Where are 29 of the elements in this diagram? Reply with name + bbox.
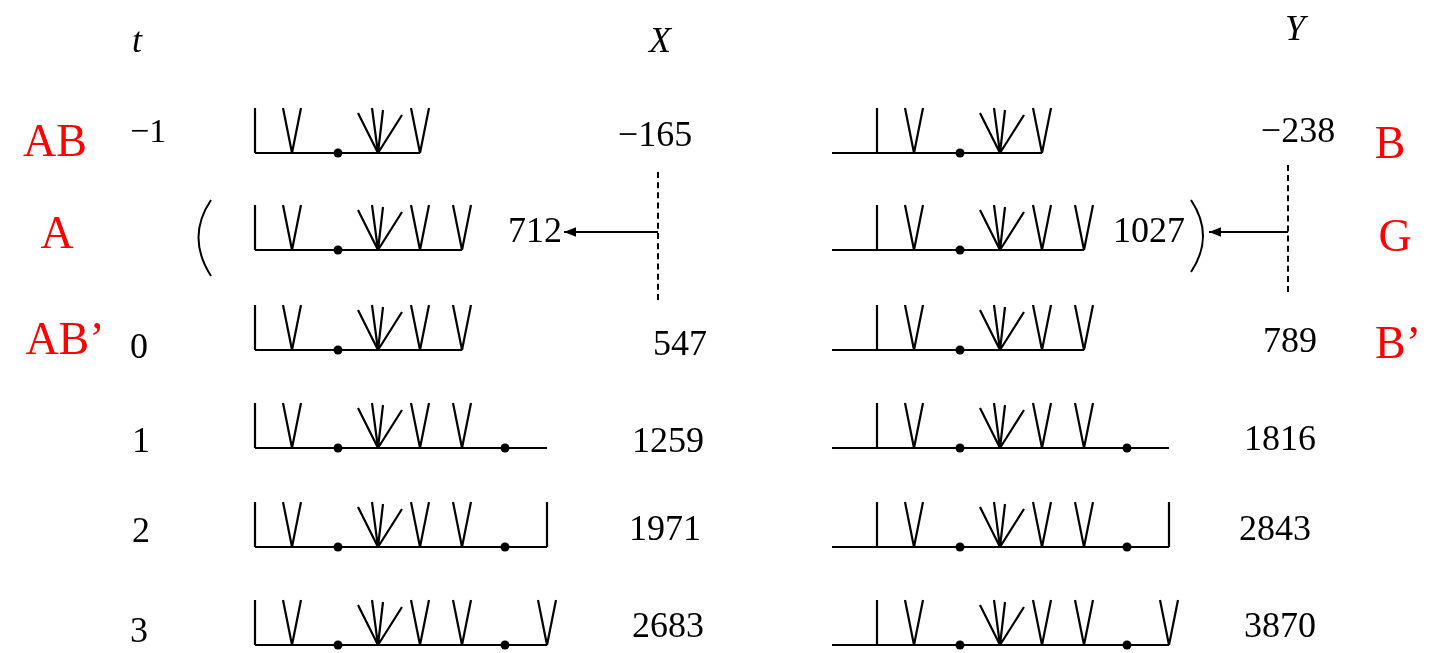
value-label: −165	[617, 116, 693, 152]
value-label: −238	[1260, 112, 1336, 148]
row-label: AB’	[25, 316, 105, 362]
arrow	[563, 227, 659, 237]
value-label: 1816	[1244, 420, 1316, 456]
row-label: B’	[1375, 320, 1421, 366]
row-label: AB	[23, 118, 87, 164]
value-label: 1259	[632, 422, 704, 458]
value-label: 2843	[1239, 510, 1311, 546]
row-number: 2	[132, 512, 150, 548]
row-label: B	[1374, 120, 1406, 166]
row-number: 0	[130, 328, 148, 364]
dashed-line	[1287, 165, 1289, 292]
axis-label: t	[132, 22, 142, 58]
row-number: 1	[132, 422, 150, 458]
row-label: G	[1378, 213, 1412, 259]
value-label: 547	[653, 325, 707, 361]
arrow	[1208, 227, 1289, 237]
value-label: 712	[508, 212, 562, 248]
value-label: 789	[1263, 322, 1317, 358]
value-label: 3870	[1244, 607, 1316, 643]
value-label: 1027	[1113, 212, 1207, 248]
row-number: −1	[130, 114, 167, 148]
row-label: A	[40, 210, 74, 256]
value-label: 2683	[632, 607, 704, 643]
row-number: 3	[130, 612, 148, 648]
dashed-line	[657, 172, 659, 300]
value-label: 1971	[629, 510, 701, 546]
axis-label: X	[649, 22, 671, 58]
